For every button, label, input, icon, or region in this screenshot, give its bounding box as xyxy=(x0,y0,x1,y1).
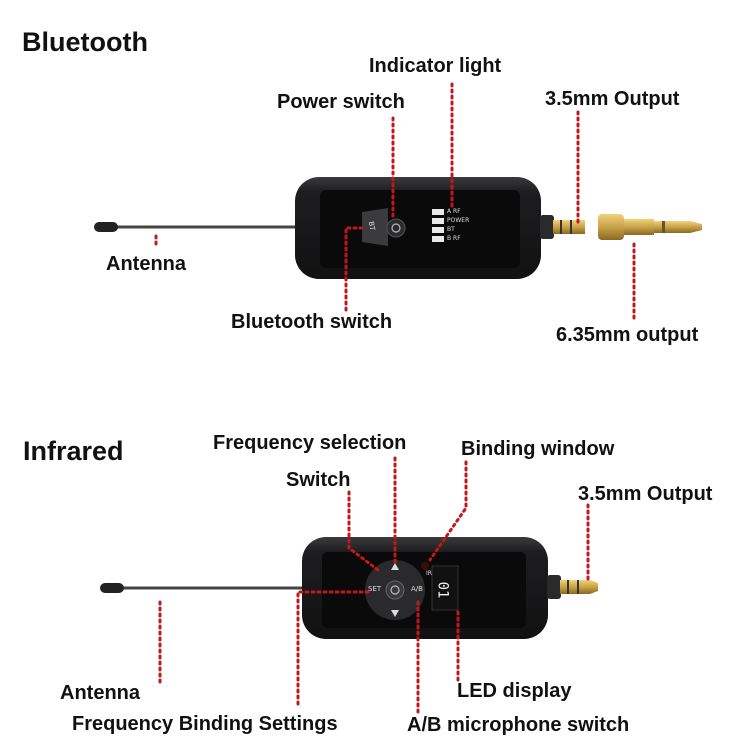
bt-antenna-label: Antenna xyxy=(106,253,186,275)
infrared-section-title: Infrared xyxy=(23,436,124,466)
bt-power-button xyxy=(386,218,406,238)
ir-jack-35 xyxy=(560,580,590,594)
ir-leaders xyxy=(158,456,590,714)
ir-binding-window xyxy=(421,562,429,570)
bt-indicator-label-2: POWER xyxy=(447,217,470,224)
switch-label: Switch xyxy=(286,469,351,491)
indicator-light-label: Indicator light xyxy=(369,55,502,77)
bt-switch-key xyxy=(362,208,388,246)
bt-key-label: BT xyxy=(366,220,377,232)
bluetooth-device xyxy=(94,177,702,279)
bt-jack-collar xyxy=(540,215,554,239)
bluetooth-section-title: Bluetooth xyxy=(22,27,148,57)
ir-output-35-label: 3.5mm Output xyxy=(578,483,713,505)
ab-microphone-switch-label: A/B microphone switch xyxy=(407,714,630,736)
bt-indicator-2 xyxy=(432,218,444,224)
infrared-device xyxy=(100,537,598,639)
bt-panel xyxy=(320,190,520,268)
ir-ab-key-label: A/B xyxy=(411,585,423,593)
bt-leaders xyxy=(154,82,636,324)
bt-indicator-label-4: B RF xyxy=(447,235,461,242)
led-display-label: LED display xyxy=(457,680,572,702)
ir-display-channel: 01 xyxy=(434,581,451,599)
frequency-selection-label: Frequency selection xyxy=(213,432,407,454)
ir-power-button xyxy=(385,580,405,600)
ir-led-display xyxy=(431,565,459,611)
frequency-binding-settings-label: Frequency Binding Settings xyxy=(72,713,338,735)
bt-adapter-635 xyxy=(598,214,624,240)
ir-antenna-tip xyxy=(100,583,124,593)
bt-indicator-label-1: A RF xyxy=(447,208,461,215)
bt-indicator-label-3: BT xyxy=(447,226,455,233)
ir-jack-collar xyxy=(547,575,561,599)
ir-mark-label: IR xyxy=(426,570,432,577)
ir-set-key-label: SET xyxy=(368,585,382,593)
ir-down-arrow xyxy=(391,610,399,617)
output-635-label: 6.35mm output xyxy=(556,324,699,346)
binding-window-label: Binding window xyxy=(461,438,615,460)
bt-indicator-1 xyxy=(432,209,444,215)
bluetooth-switch-label: Bluetooth switch xyxy=(231,311,393,333)
ir-antenna-label: Antenna xyxy=(60,682,140,704)
bt-jack-35 xyxy=(553,220,585,234)
ir-up-arrow xyxy=(391,563,399,570)
bt-output-35-label: 3.5mm Output xyxy=(545,88,680,110)
bt-antenna-tip xyxy=(94,222,118,232)
bt-indicator-3 xyxy=(432,227,444,233)
power-switch-label: Power switch xyxy=(277,91,405,113)
bt-indicator-4 xyxy=(432,236,444,242)
